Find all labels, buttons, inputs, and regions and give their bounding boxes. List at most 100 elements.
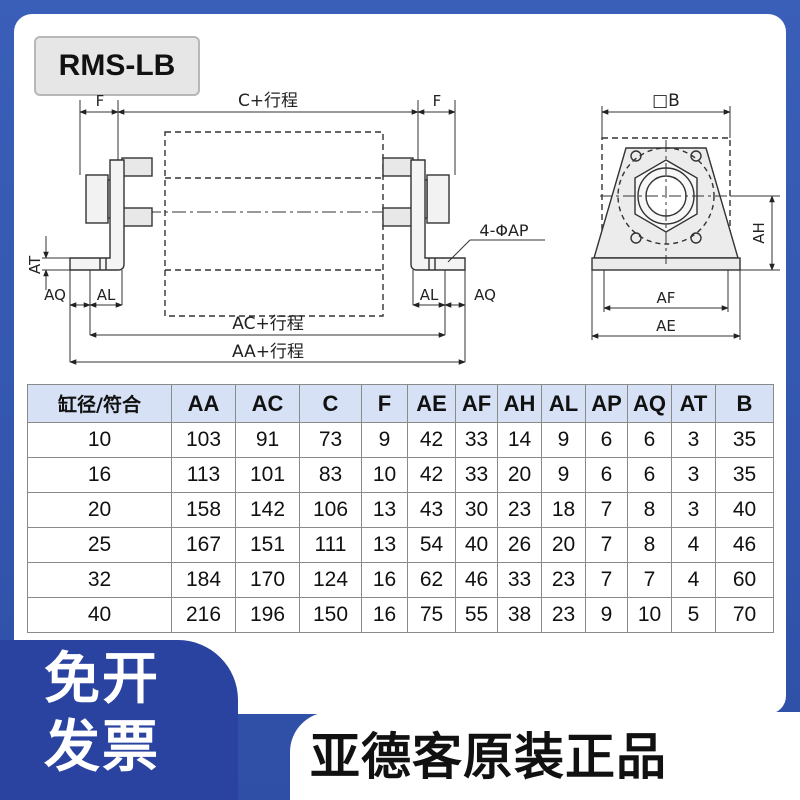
table-cell: 20: [497, 457, 542, 493]
table-cell: 167: [171, 527, 236, 563]
table-cell: 62: [407, 562, 456, 598]
table-cell: 33: [455, 422, 498, 458]
front-dimensions: [591, 106, 780, 340]
dim-b: □B: [652, 91, 680, 111]
table-cell: 55: [455, 597, 498, 633]
table-cell: 9: [541, 422, 586, 458]
dim-at: AT: [26, 255, 44, 274]
header-b: B: [715, 384, 774, 423]
table-cell: 6: [627, 457, 672, 493]
invoice-badge-text: 免开 发票: [44, 646, 214, 782]
table-cell: 30: [455, 492, 498, 528]
table-cell: 7: [585, 527, 628, 563]
table-cell: 13: [361, 527, 408, 563]
table-cell: 7: [627, 562, 672, 598]
table-cell: 16: [361, 562, 408, 598]
header-c: C: [299, 384, 362, 423]
table-cell: 20: [541, 527, 586, 563]
dim-f-left: F: [96, 92, 105, 110]
table-cell: 33: [497, 562, 542, 598]
table-cell: 40: [455, 527, 498, 563]
front-view: [591, 137, 741, 271]
table-cell: 60: [715, 562, 774, 598]
table-cell: 106: [299, 492, 362, 528]
genuine-badge-text: 亚德客原装正品: [310, 728, 667, 786]
table-cell: 184: [171, 562, 236, 598]
header-ah: AH: [497, 384, 542, 423]
table-cell: 216: [171, 597, 236, 633]
dim-aa-stroke: AA+行程: [232, 342, 304, 362]
table-cell: 3: [671, 492, 716, 528]
table-cell: 46: [455, 562, 498, 598]
table-cell: 6: [627, 422, 672, 458]
header-aq: AQ: [627, 384, 672, 423]
header-ap: AP: [585, 384, 628, 423]
genuine-badge: [290, 712, 800, 800]
table-cell: 124: [299, 562, 362, 598]
table-cell-bore: 25: [27, 527, 172, 563]
model-label: RMS-LB: [34, 36, 200, 96]
invoice-badge: [0, 640, 238, 800]
dim-af: AF: [657, 289, 676, 307]
table-cell: 150: [299, 597, 362, 633]
cylinder-body-outline: [164, 131, 384, 317]
table-cell: 170: [235, 562, 300, 598]
dim-c-stroke: C+行程: [238, 91, 298, 111]
table-cell: 16: [361, 597, 408, 633]
table-cell: 3: [671, 422, 716, 458]
header-at: AT: [671, 384, 716, 423]
table-cell: 18: [541, 492, 586, 528]
table-cell: 7: [585, 562, 628, 598]
side-dimension-labels: F C+行程 F AT AQ AL AL AQ 4-ΦAP AC+行程 AA+行…: [26, 91, 529, 362]
table-cell: 26: [497, 527, 542, 563]
side-dimensions: [42, 100, 545, 365]
dim-ah: AH: [750, 222, 768, 244]
table-cell: 196: [235, 597, 300, 633]
table-cell: 8: [627, 492, 672, 528]
table-cell: 8: [627, 527, 672, 563]
table-cell: 10: [627, 597, 672, 633]
table-cell: 158: [171, 492, 236, 528]
table-cell: 46: [715, 527, 774, 563]
table-cell-bore: 40: [27, 597, 172, 633]
table-cell-bore: 10: [27, 422, 172, 458]
header-bore: 缸径/符合: [27, 384, 172, 423]
table-cell: 4: [671, 562, 716, 598]
table-cell: 6: [585, 422, 628, 458]
dim-ae: AE: [656, 317, 676, 335]
table-cell: 9: [361, 422, 408, 458]
table-cell: 35: [715, 457, 774, 493]
table-cell-bore: 16: [27, 457, 172, 493]
table-cell: 5: [671, 597, 716, 633]
side-view: [69, 131, 466, 317]
table-cell: 73: [299, 422, 362, 458]
table-cell: 111: [299, 527, 362, 563]
table-cell: 4: [671, 527, 716, 563]
table-cell: 3: [671, 457, 716, 493]
table-cell: 103: [171, 422, 236, 458]
dim-aq-left: AQ: [44, 286, 66, 304]
table-cell: 13: [361, 492, 408, 528]
table-cell: 113: [171, 457, 236, 493]
table-cell: 42: [407, 457, 456, 493]
table-cell-bore: 32: [27, 562, 172, 598]
dim-ac-stroke: AC+行程: [232, 314, 303, 334]
table-cell: 91: [235, 422, 300, 458]
spec-table: 缸径/符合 AA AC C F AE AF AH AL AP AQ AT B 1…: [27, 384, 774, 633]
table-cell: 83: [299, 457, 362, 493]
table-cell: 14: [497, 422, 542, 458]
table-cell: 142: [235, 492, 300, 528]
dim-aq-right: AQ: [474, 286, 496, 304]
dim-al-left: AL: [97, 286, 116, 304]
invoice-line-2: 发票: [44, 715, 160, 780]
table-cell: 54: [407, 527, 456, 563]
front-dimension-labels: □B AH AF AE: [652, 91, 768, 335]
table-cell: 42: [407, 422, 456, 458]
table-cell: 75: [407, 597, 456, 633]
